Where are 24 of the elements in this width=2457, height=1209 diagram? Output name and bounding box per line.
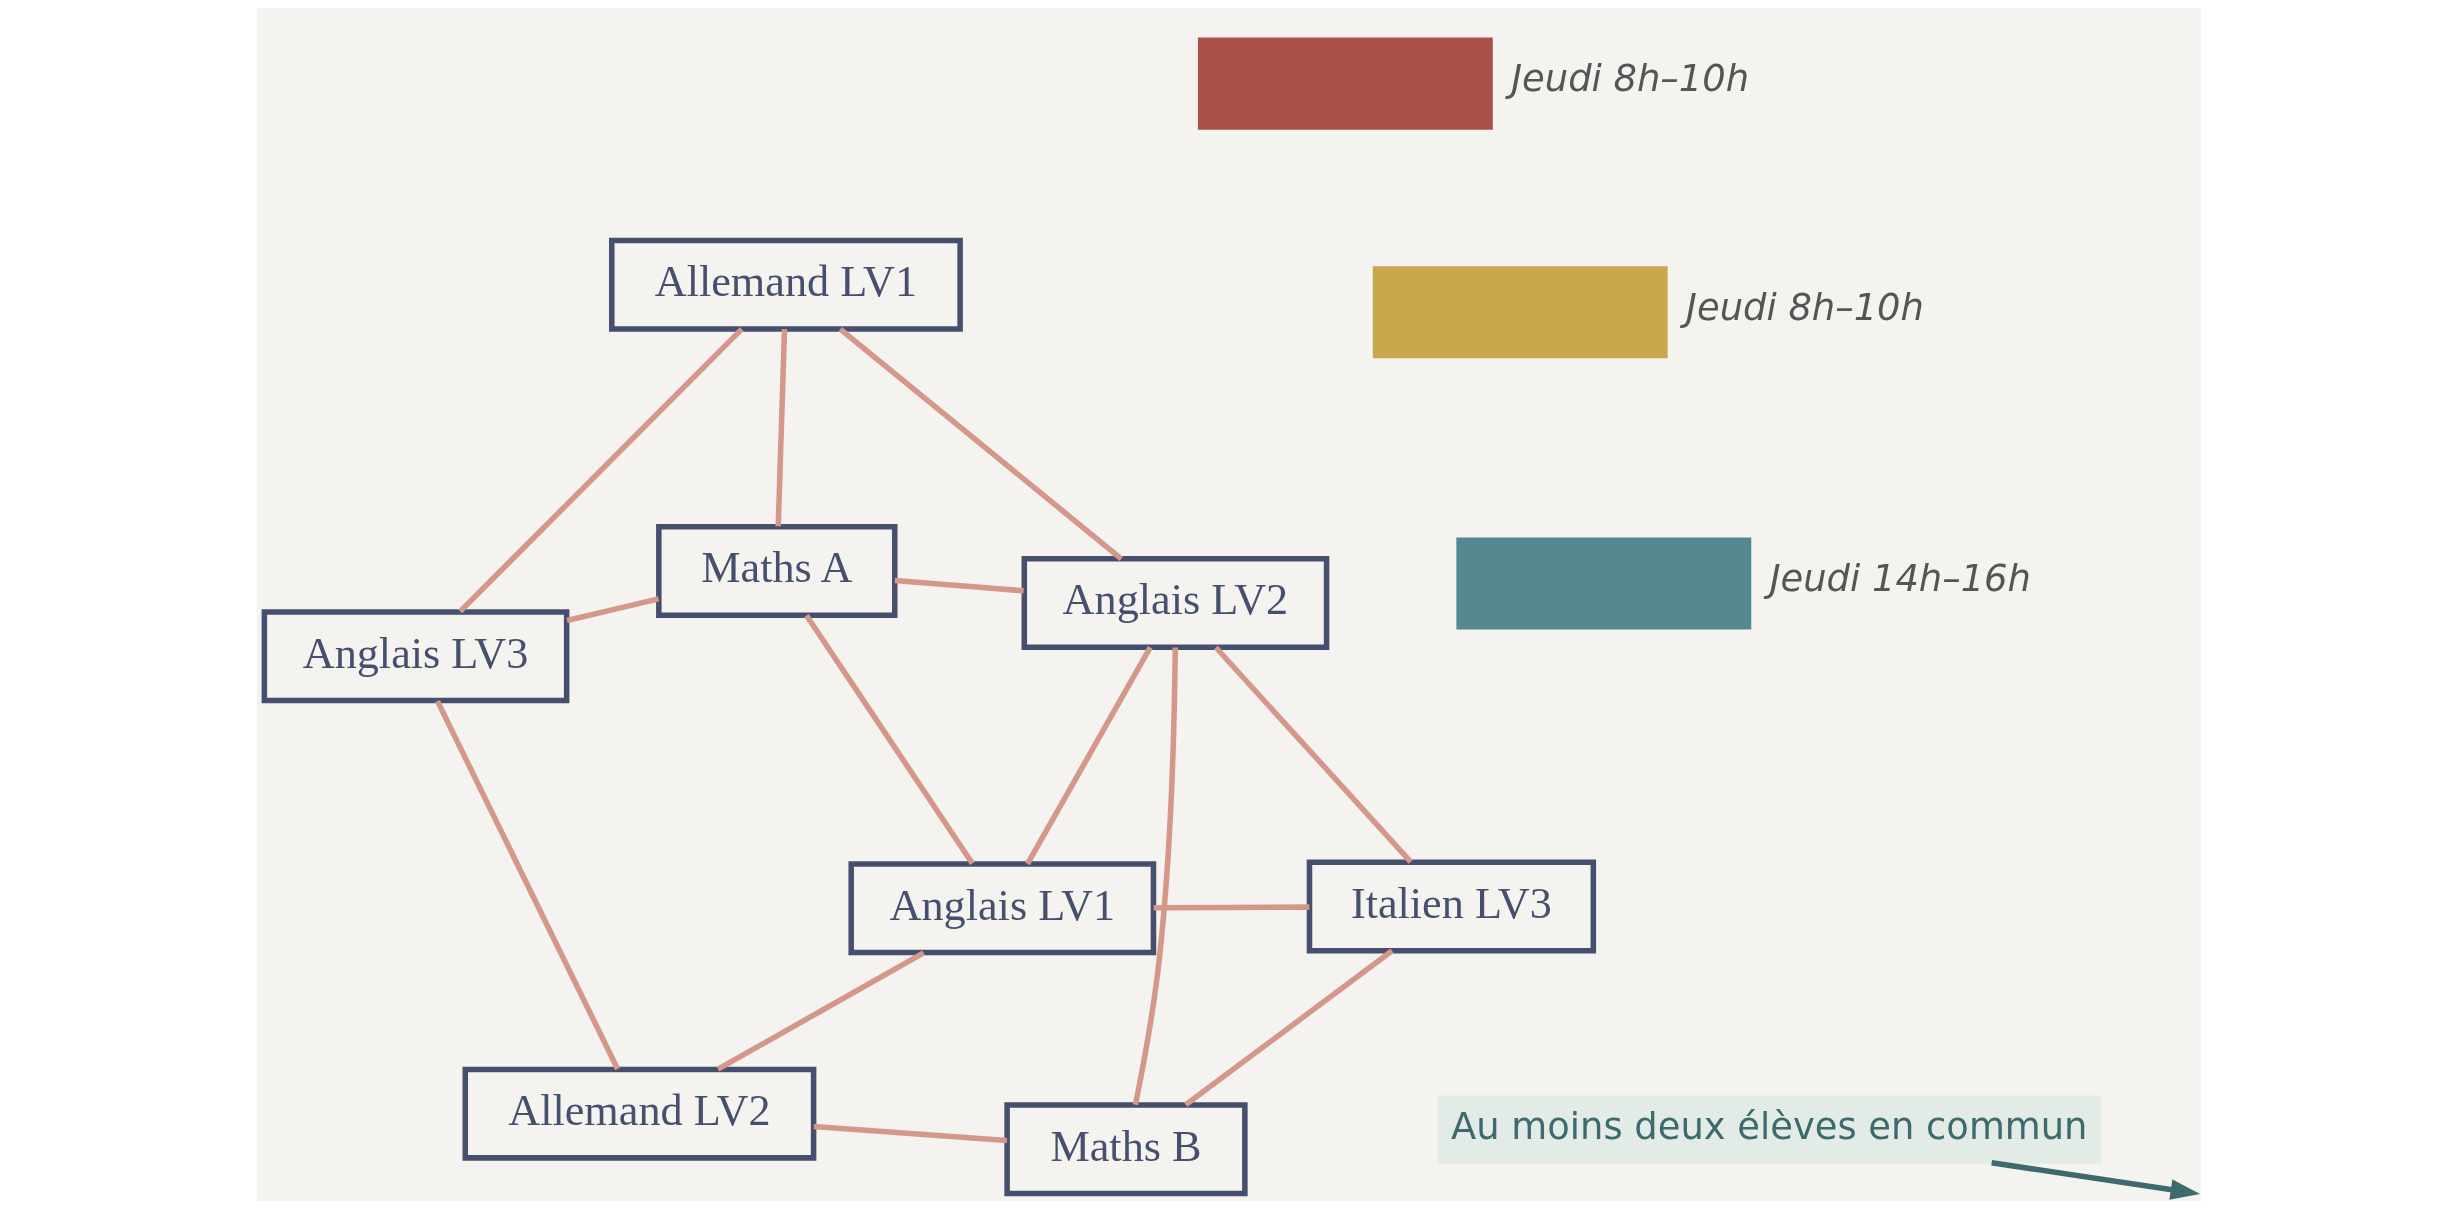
connector [716, 950, 925, 1072]
connector [457, 327, 744, 614]
connector [565, 596, 659, 624]
node-box: Au moins deux élèves en commun [1437, 1095, 2101, 1164]
connector [1132, 647, 1178, 1106]
connector [894, 577, 1024, 594]
node-box: Anglais LV2 [1021, 556, 1329, 651]
node-box: Anglais LV1 [847, 861, 1156, 956]
connector [434, 699, 620, 1071]
connector [803, 613, 975, 866]
connector [1024, 646, 1153, 866]
node-box: Allemand LV2 [462, 1066, 816, 1161]
connector [1153, 904, 1309, 911]
node-box: Maths B [1003, 1102, 1248, 1197]
node-box: Anglais LV3 [261, 609, 569, 704]
node-box: Maths A [655, 524, 897, 618]
arrow [1990, 1160, 2200, 1200]
connector [774, 329, 787, 527]
node-box: Allemand LV1 [608, 237, 963, 332]
connector [813, 1123, 1007, 1144]
node-box: Italien LV3 [1306, 859, 1596, 954]
connector [1213, 645, 1413, 864]
connector [1183, 948, 1394, 1107]
connector [838, 327, 1123, 561]
